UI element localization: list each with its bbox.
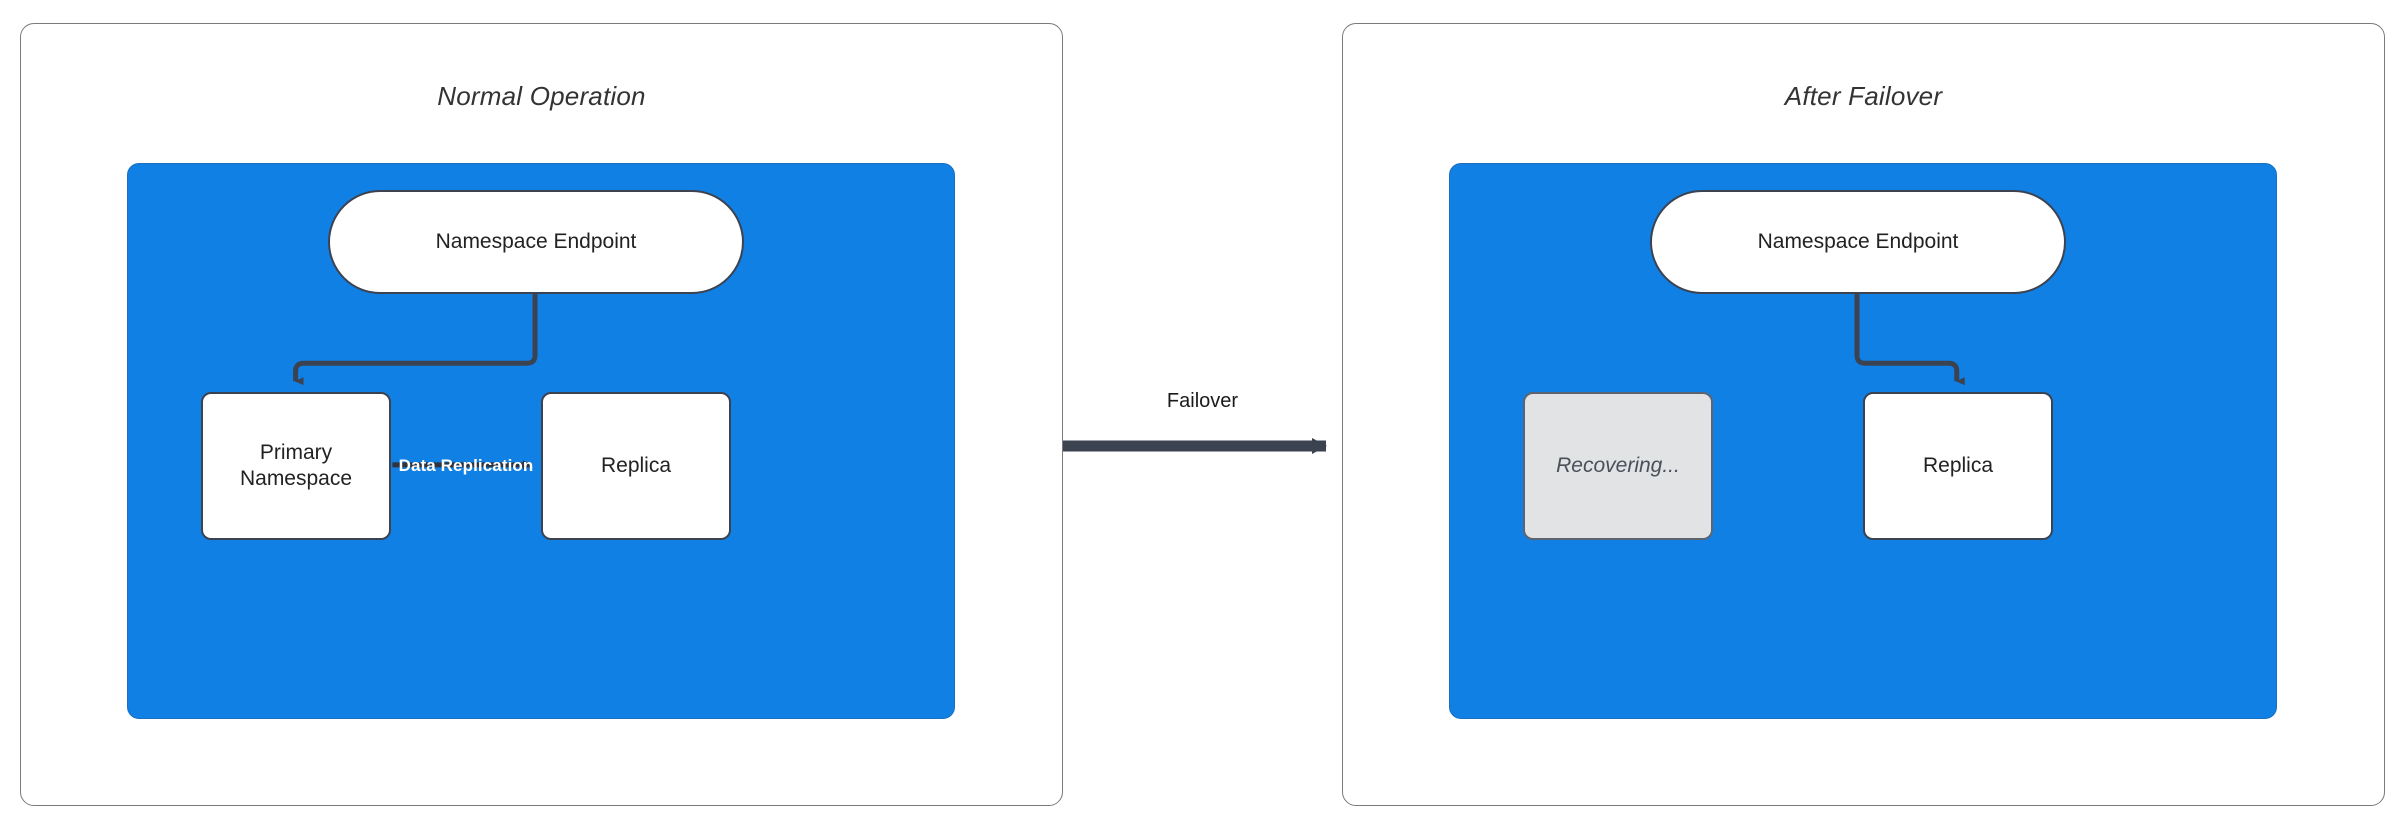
panel-title-normal-operation: Normal Operation <box>437 81 646 111</box>
node-replica-right[interactable]: Replica <box>1863 392 2053 540</box>
cluster-normal-operation: Namespace Endpoint Primary Namespace Rep… <box>127 163 955 719</box>
node-primary-namespace[interactable]: Primary Namespace <box>201 392 391 540</box>
node-replica-left[interactable]: Replica <box>541 392 731 540</box>
failover-transition: Failover <box>1063 390 1342 480</box>
node-label-wrapper: Primary Namespace <box>240 440 352 491</box>
node-recovering[interactable]: Recovering... <box>1523 392 1713 540</box>
edge-endpoint-to-replica <box>1854 293 1965 386</box>
edge-label-data-replication: Data Replication <box>398 456 534 475</box>
node-label-line1: Primary <box>259 441 333 465</box>
node-label: Namespace Endpoint <box>435 230 637 254</box>
node-namespace-endpoint-left[interactable]: Namespace Endpoint <box>328 190 744 294</box>
failover-label: Failover <box>1166 390 1239 412</box>
node-label: Replica <box>1922 454 1994 478</box>
node-label-line2: Namespace <box>239 467 353 490</box>
node-label: Recovering... <box>1556 454 1680 478</box>
node-label: Namespace Endpoint <box>1757 230 1959 254</box>
node-label: Replica <box>600 454 672 478</box>
cluster-after-failover: Namespace Endpoint Recovering... Replica <box>1449 163 2277 719</box>
panel-title-after-failover: After Failover <box>1784 81 1943 111</box>
panel-normal-operation: Normal Operation Namespace Endpoint <box>20 23 1063 806</box>
edge-endpoint-to-primary <box>293 293 538 386</box>
panel-after-failover: After Failover Namespace Endpoint Recove… <box>1342 23 2385 806</box>
node-namespace-endpoint-right[interactable]: Namespace Endpoint <box>1650 190 2066 294</box>
